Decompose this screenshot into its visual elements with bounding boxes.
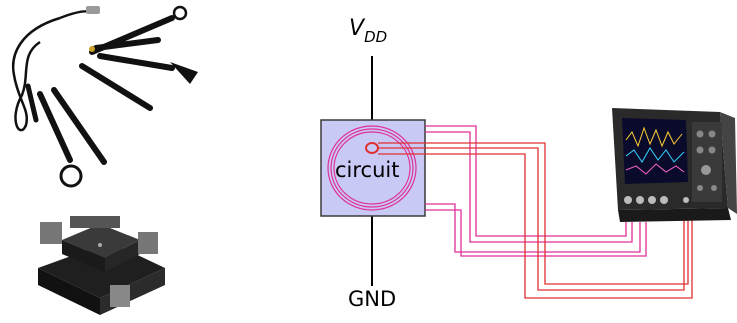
oscilloscope-icon bbox=[612, 108, 737, 222]
vdd-label: VDD bbox=[349, 16, 388, 47]
wire-red-3 bbox=[378, 153, 693, 299]
wire-magenta-3 bbox=[425, 203, 641, 253]
wire-red-1 bbox=[378, 142, 689, 285]
wire-magenta-4 bbox=[425, 209, 647, 257]
vdd-label-sub: DD bbox=[364, 28, 388, 47]
em-probe-set-icon bbox=[11, 5, 198, 188]
wire-magenta-2 bbox=[425, 131, 633, 243]
circuit-label: circuit bbox=[335, 158, 400, 182]
wire-magenta-1 bbox=[425, 125, 627, 237]
gnd-label: GND bbox=[348, 287, 397, 311]
vdd-label-main: V bbox=[349, 16, 365, 41]
coil-spiral bbox=[327, 125, 417, 211]
wire-red-2 bbox=[378, 147, 685, 291]
circuit-chip bbox=[320, 119, 426, 217]
xyz-stage-icon bbox=[38, 216, 165, 315]
